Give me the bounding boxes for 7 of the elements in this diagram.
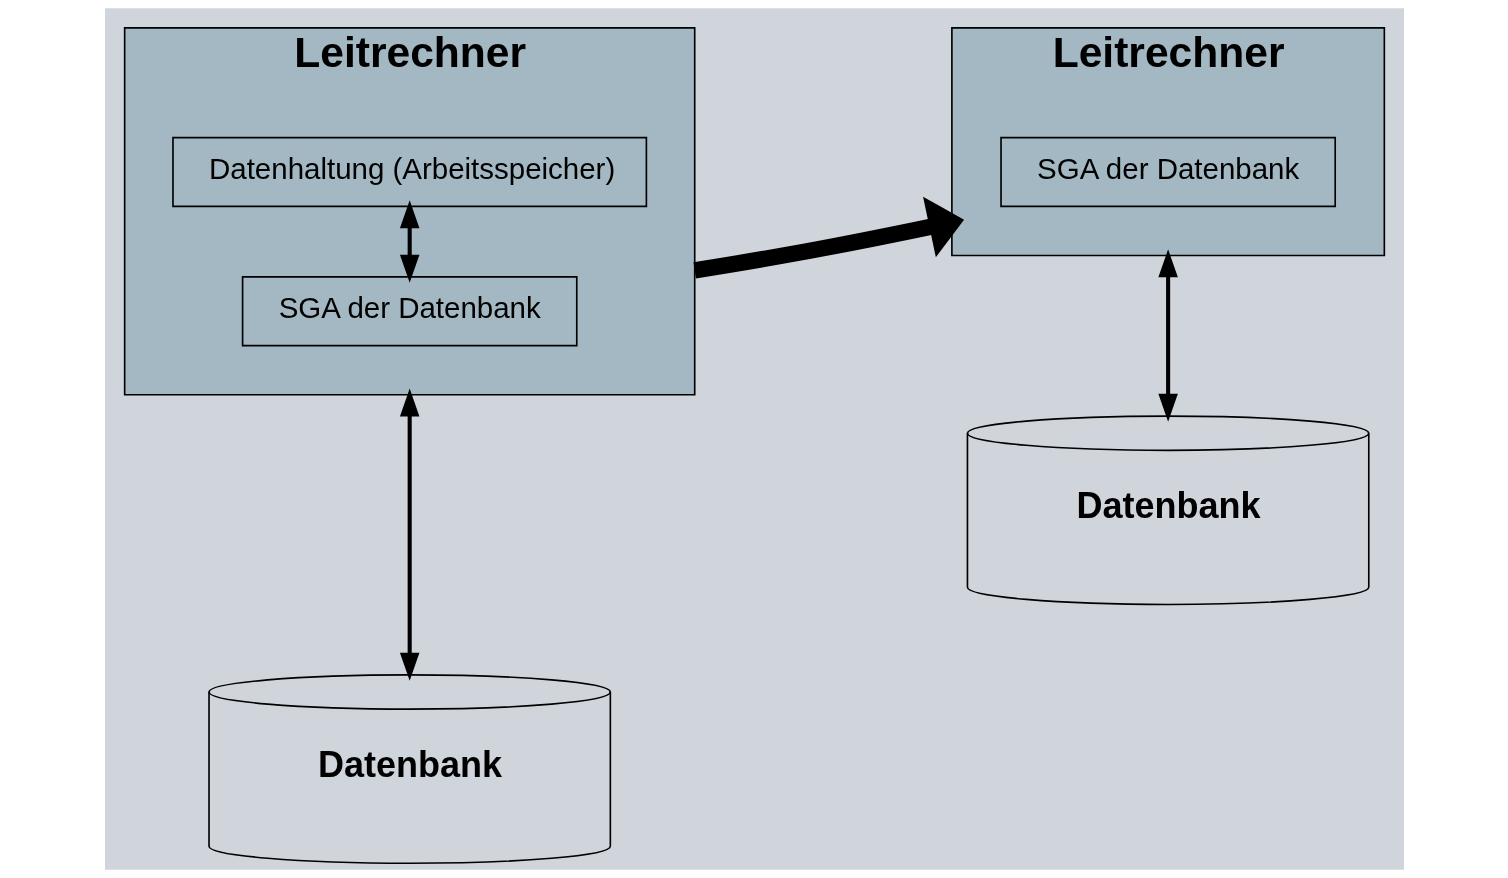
arrow: [692, 196, 964, 279]
arrow: [1157, 249, 1178, 422]
node-box: SGA der Datenbank: [241, 276, 578, 347]
arrow: [399, 200, 419, 283]
arrow: [399, 388, 419, 681]
node-box: Datenhaltung (Arbeitsspeicher): [171, 136, 647, 208]
node-box: SGA der Datenbank: [999, 136, 1336, 208]
